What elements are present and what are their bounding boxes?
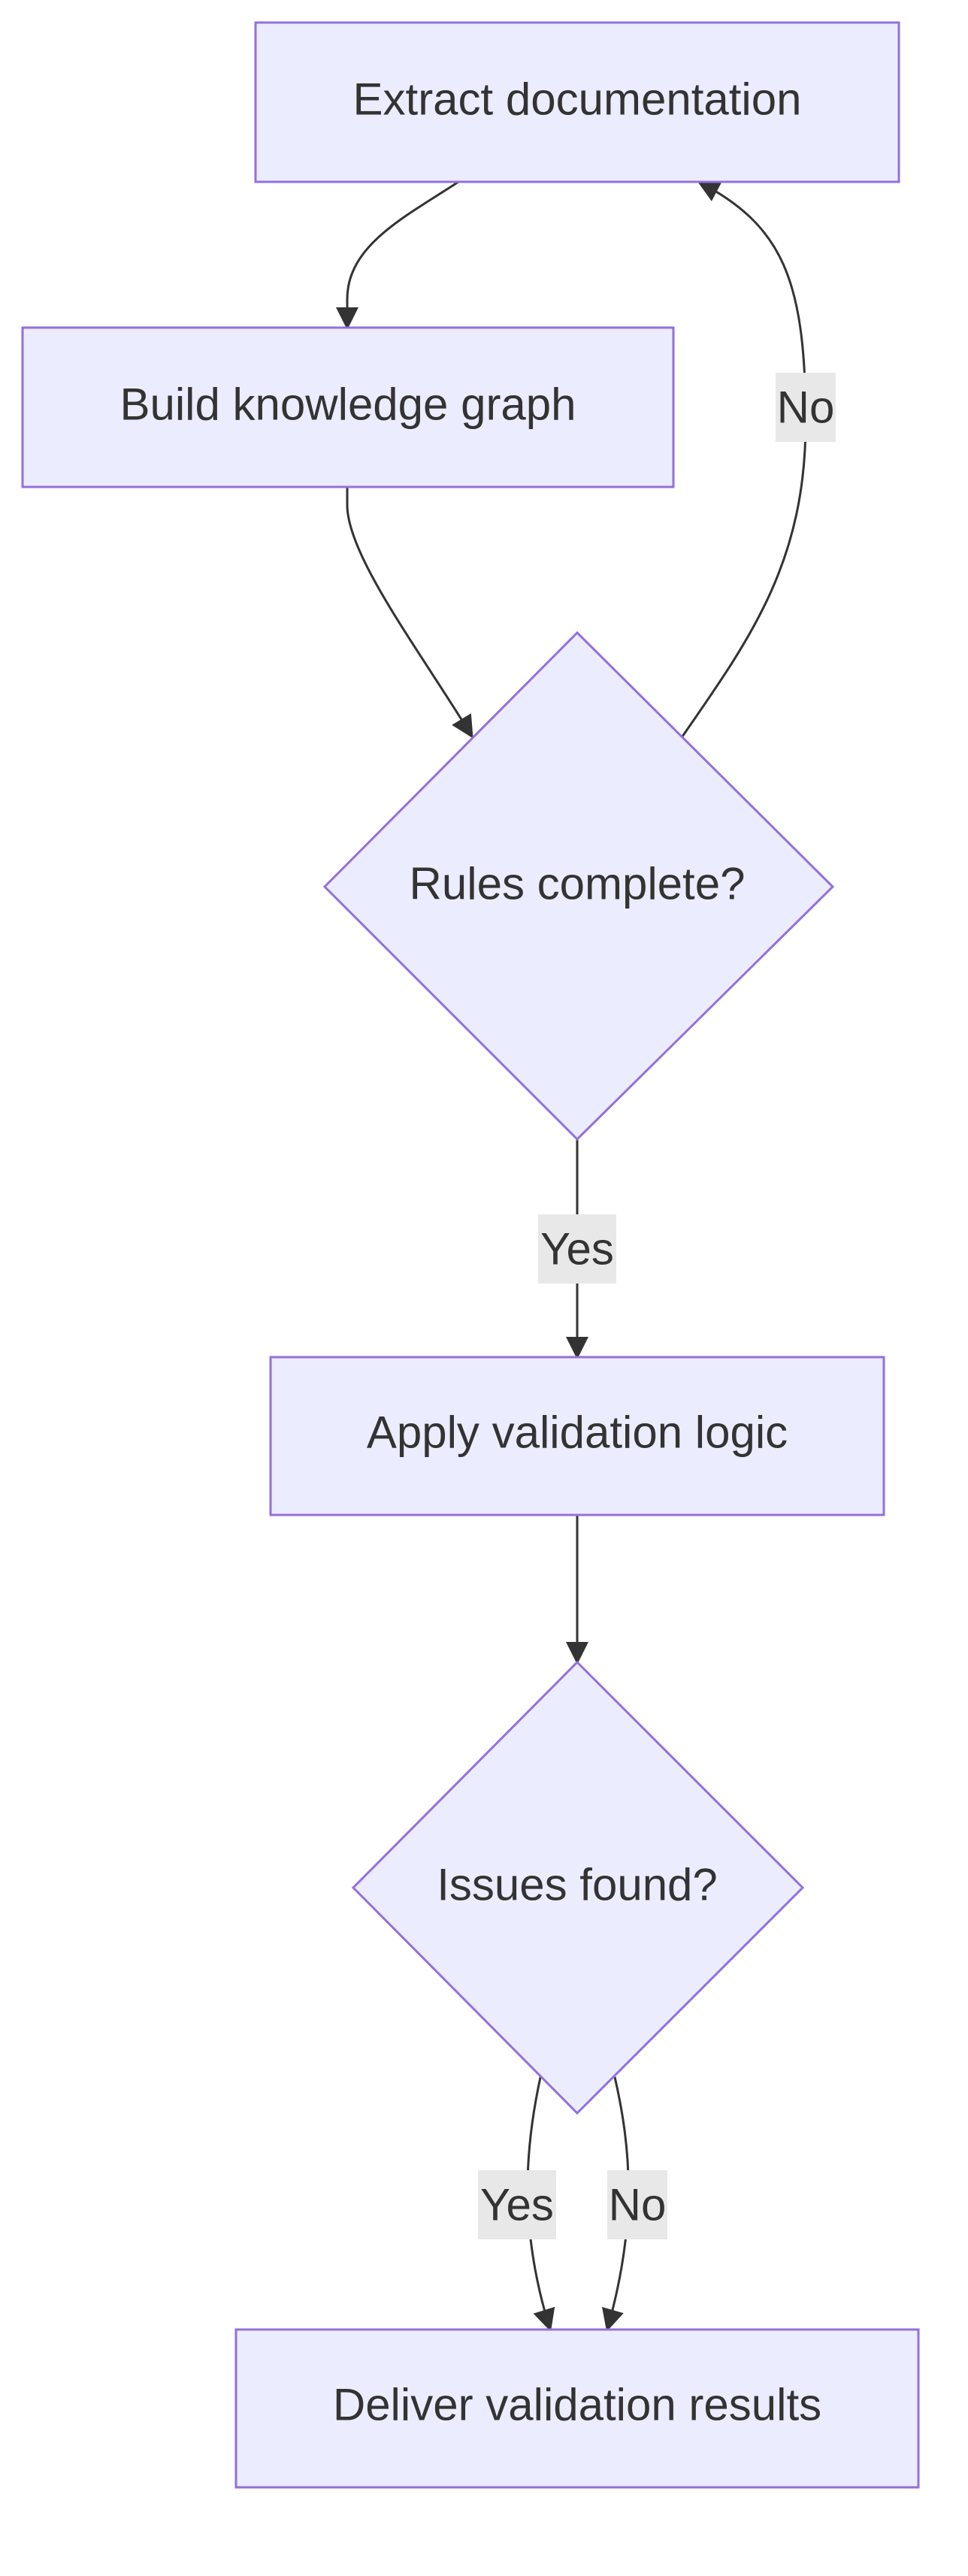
edge-label-text: Yes bbox=[480, 2180, 554, 2230]
node-label: Extract documentation bbox=[353, 74, 802, 125]
edge-build-to-rules bbox=[346, 487, 473, 739]
node-apply-validation-logic[interactable]: Apply validation logic bbox=[269, 1356, 885, 1516]
edge-label-issues-yes: Yes bbox=[478, 2170, 556, 2239]
node-label: Build knowledge graph bbox=[119, 379, 576, 430]
edge-label-text: No bbox=[777, 382, 835, 433]
node-label: Apply validation logic bbox=[367, 1407, 788, 1458]
node-build-knowledge-graph[interactable]: Build knowledge graph bbox=[21, 326, 675, 488]
edge-label-rules-no: No bbox=[776, 373, 836, 442]
node-label: Deliver validation results bbox=[333, 2380, 821, 2430]
node-extract-documentation[interactable]: Extract documentation bbox=[254, 21, 900, 183]
edge-rules-no bbox=[681, 180, 807, 737]
edge-label-rules-yes: Yes bbox=[538, 1214, 616, 1283]
node-deliver-validation-results[interactable]: Deliver validation results bbox=[234, 2328, 920, 2489]
node-label: Issues found? bbox=[437, 1860, 718, 1910]
nodes: Extract documentation Build knowledge gr… bbox=[21, 21, 920, 2489]
node-label: Rules complete? bbox=[410, 859, 746, 909]
edge-label-issues-no: No bbox=[607, 2170, 667, 2239]
edge-extract-to-build bbox=[336, 180, 459, 330]
edge-label-text: Yes bbox=[540, 1224, 614, 1274]
node-issues-found[interactable]: Issues found? bbox=[351, 1660, 805, 2115]
node-rules-complete[interactable]: Rules complete? bbox=[322, 630, 835, 1141]
edge-labels: No Yes Yes No bbox=[478, 373, 836, 2239]
edge-label-text: No bbox=[609, 2180, 667, 2230]
